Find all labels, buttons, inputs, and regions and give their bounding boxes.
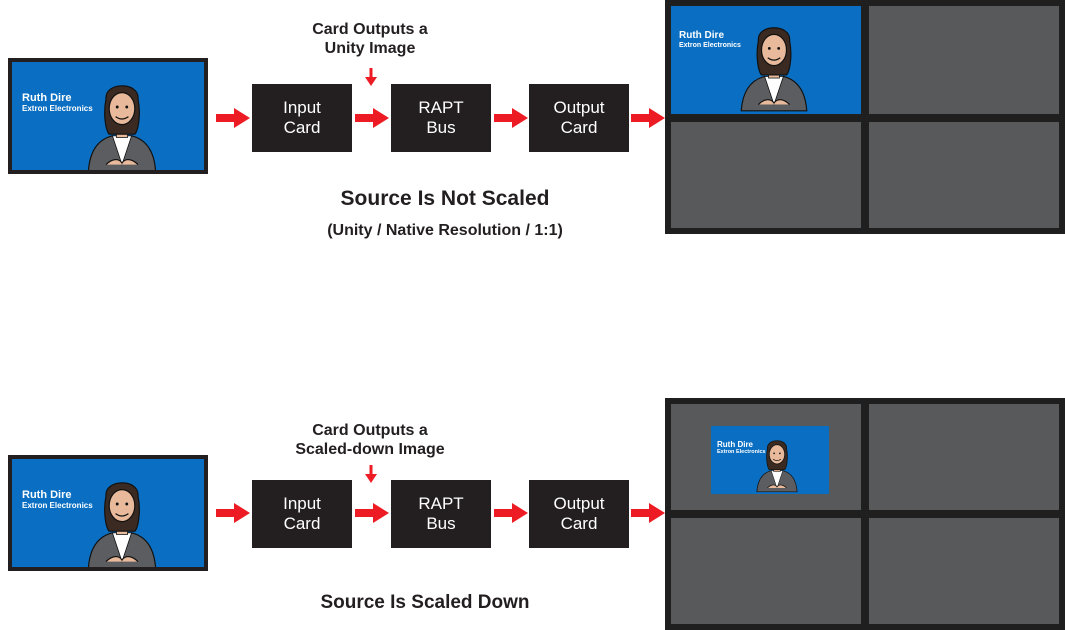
source-company: Extron Electronics bbox=[679, 42, 741, 49]
wall-tile-4 bbox=[869, 122, 1059, 228]
row-subtitle: (Unity / Native Resolution / 1:1) bbox=[327, 222, 563, 239]
flow-arrow bbox=[630, 503, 666, 523]
box-line-1: Output bbox=[553, 494, 605, 513]
callout-arrow bbox=[365, 465, 377, 483]
presenter-figure bbox=[735, 14, 813, 114]
scaled-source-image: Ruth Dire Extron Electronics bbox=[711, 426, 829, 494]
wall-tile-4 bbox=[869, 518, 1059, 624]
output-card-box: Output Card bbox=[529, 480, 629, 548]
wall-tile-1: Ruth Dire Extron Electronics bbox=[671, 404, 861, 510]
rapt-bus-box: RAPT Bus bbox=[391, 84, 491, 152]
box-line-2: Bus bbox=[426, 118, 456, 137]
callout-label: Card Outputs a Scaled-down Image bbox=[280, 421, 460, 459]
callout-line-2: Scaled-down Image bbox=[295, 441, 445, 458]
wall-tile-3 bbox=[671, 122, 861, 228]
presenter-figure bbox=[82, 469, 162, 567]
callout-line-2: Unity Image bbox=[324, 40, 416, 57]
flow-arrow bbox=[215, 503, 251, 523]
output-card-box: Output Card bbox=[529, 84, 629, 152]
presenter-figure bbox=[753, 432, 801, 494]
source-image-2: Ruth Dire Extron Electronics bbox=[8, 455, 208, 571]
source-company: Extron Electronics bbox=[717, 449, 766, 455]
source-screen: Ruth Dire Extron Electronics bbox=[12, 62, 204, 170]
box-line-1: RAPT bbox=[418, 98, 464, 117]
source-company: Extron Electronics bbox=[22, 104, 93, 113]
wall-tile-3 bbox=[671, 518, 861, 624]
input-card-box: Input Card bbox=[252, 480, 352, 548]
box-line-2: Card bbox=[560, 118, 598, 137]
wall-tile-2 bbox=[869, 404, 1059, 510]
input-card-box: Input Card bbox=[252, 84, 352, 152]
rapt-bus-box: RAPT Bus bbox=[391, 480, 491, 548]
flow-arrow bbox=[354, 108, 390, 128]
flow-arrow bbox=[493, 503, 529, 523]
flow-arrow bbox=[354, 503, 390, 523]
box-line-2: Card bbox=[560, 514, 598, 533]
source-company: Extron Electronics bbox=[22, 501, 93, 510]
box-line-1: Input bbox=[283, 494, 321, 513]
callout-line-1: Card Outputs a bbox=[312, 21, 428, 38]
callout-label: Card Outputs a Unity Image bbox=[290, 20, 450, 58]
source-name: Ruth Dire bbox=[22, 92, 72, 104]
flow-arrow bbox=[630, 108, 666, 128]
wall-tile-1: Ruth Dire Extron Electronics bbox=[671, 6, 861, 114]
row-title: Source Is Scaled Down bbox=[320, 592, 530, 613]
flow-arrow bbox=[493, 108, 529, 128]
box-line-1: Input bbox=[283, 98, 321, 117]
box-line-1: Output bbox=[553, 98, 605, 117]
callout-line-1: Card Outputs a bbox=[312, 422, 428, 439]
wall-tile-2 bbox=[869, 6, 1059, 114]
row-title: Source Is Not Scaled bbox=[340, 187, 550, 210]
source-name: Ruth Dire bbox=[717, 440, 753, 449]
source-image-1: Ruth Dire Extron Electronics bbox=[8, 58, 208, 174]
box-line-2: Card bbox=[283, 118, 321, 137]
source-name: Ruth Dire bbox=[679, 30, 724, 41]
box-line-2: Bus bbox=[426, 514, 456, 533]
video-wall-1: Ruth Dire Extron Electronics bbox=[665, 0, 1065, 234]
source-screen: Ruth Dire Extron Electronics bbox=[12, 459, 204, 567]
video-wall-2: Ruth Dire Extron Electronics bbox=[665, 398, 1065, 630]
source-name: Ruth Dire bbox=[22, 489, 72, 501]
box-line-1: RAPT bbox=[418, 494, 464, 513]
box-line-2: Card bbox=[283, 514, 321, 533]
callout-arrow bbox=[365, 68, 377, 86]
flow-arrow bbox=[215, 108, 251, 128]
presenter-figure bbox=[82, 72, 162, 170]
